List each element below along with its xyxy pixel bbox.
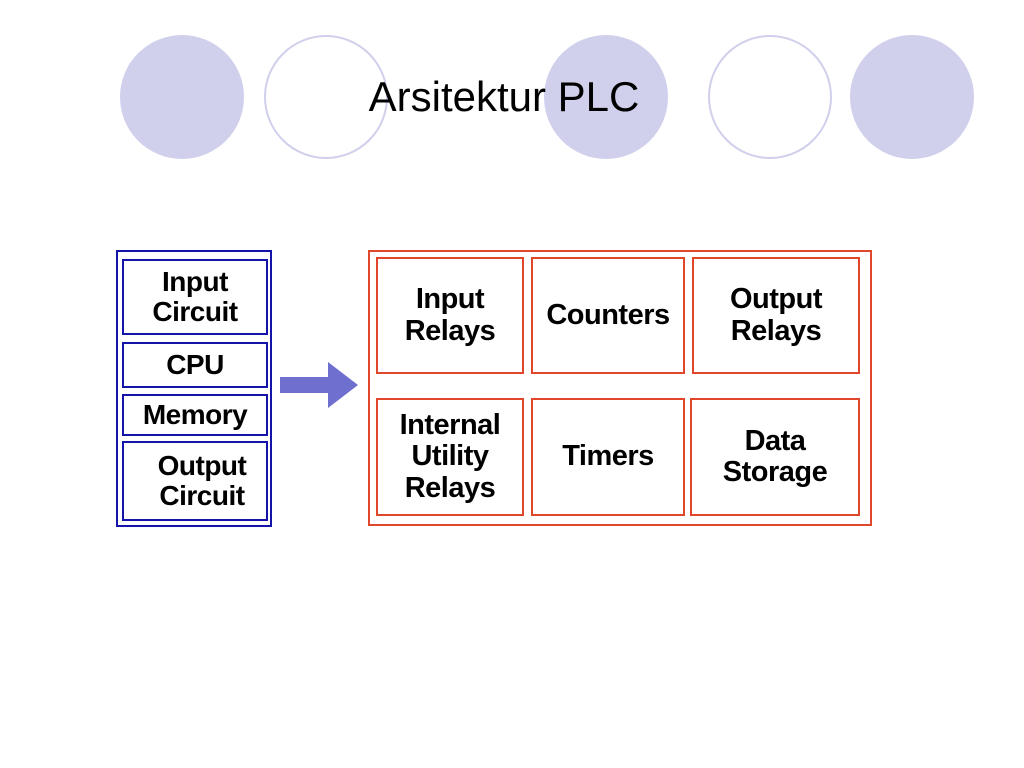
block-input-relays: Input Relays bbox=[376, 257, 524, 374]
block-timers: Timers bbox=[531, 398, 685, 516]
decor-circle-2 bbox=[264, 35, 388, 159]
decor-circle-1 bbox=[120, 35, 244, 159]
decor-circle-5 bbox=[850, 35, 974, 159]
block-internal-utility-relays: Internal Utility Relays bbox=[376, 398, 524, 516]
block-output-circuit: Output Circuit bbox=[122, 441, 268, 521]
decor-circle-3 bbox=[544, 35, 668, 159]
block-counters: Counters bbox=[531, 257, 685, 374]
plc-hardware-group bbox=[116, 250, 272, 527]
block-input-circuit: Input Circuit bbox=[122, 259, 268, 335]
block-output-relays: Output Relays bbox=[692, 257, 860, 374]
decor-circle-4 bbox=[708, 35, 832, 159]
memory-areas-group bbox=[368, 250, 872, 526]
right-arrow-icon bbox=[280, 362, 358, 408]
slide-title: Arsitektur PLC bbox=[368, 73, 640, 120]
block-cpu: CPU bbox=[122, 342, 268, 388]
block-data-storage: Data Storage bbox=[690, 398, 860, 516]
block-memory: Memory bbox=[122, 394, 268, 436]
